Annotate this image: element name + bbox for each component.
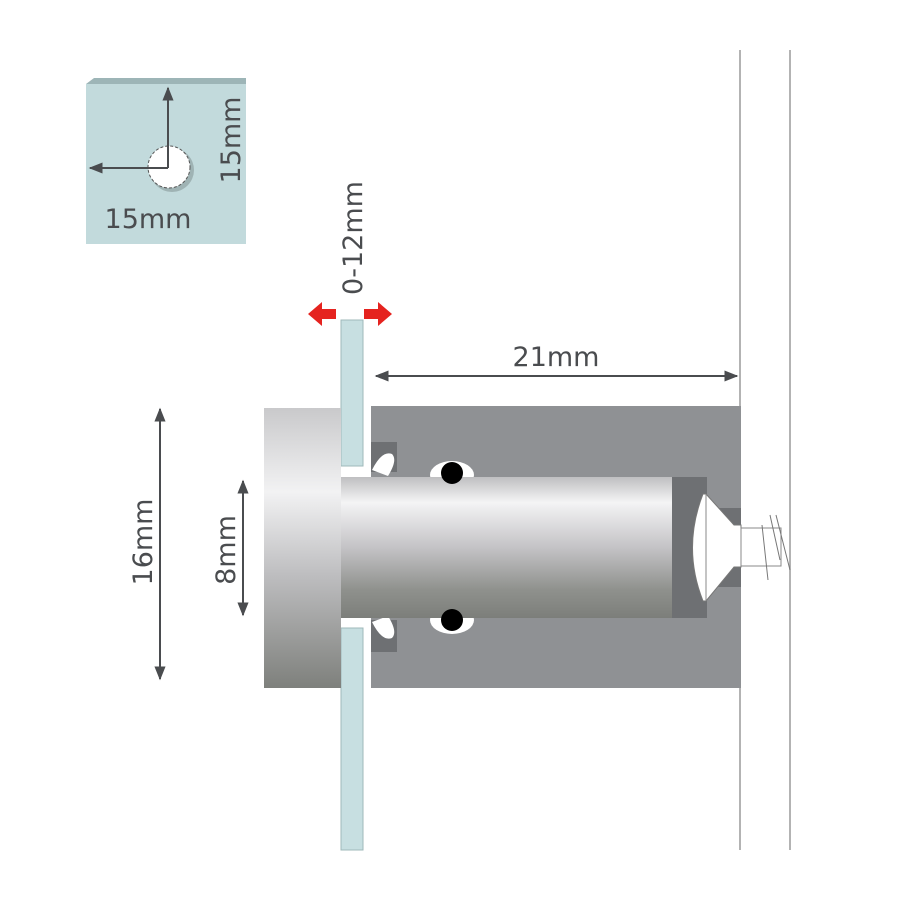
o-ring-bottom: [441, 609, 463, 631]
standoff-cap: [264, 408, 341, 688]
glass-panel-top: [340, 319, 364, 467]
hole-detail-panel: 15mm 15mm: [86, 78, 247, 244]
glass-thickness-arrows: [308, 302, 392, 326]
cap-diameter-label: 16mm: [128, 499, 159, 586]
depth-label: 21mm: [513, 342, 600, 373]
standoff-rod: [341, 477, 672, 618]
screw: [671, 477, 791, 618]
hole-horizontal-label: 15mm: [105, 204, 192, 235]
rod-diameter-label: 8mm: [211, 515, 242, 585]
glass-thickness-label: 0-12mm: [338, 181, 369, 295]
hole-vertical-label: 15mm: [216, 97, 247, 184]
glass-panel-bottom: [340, 627, 364, 851]
o-ring-top: [441, 462, 463, 484]
